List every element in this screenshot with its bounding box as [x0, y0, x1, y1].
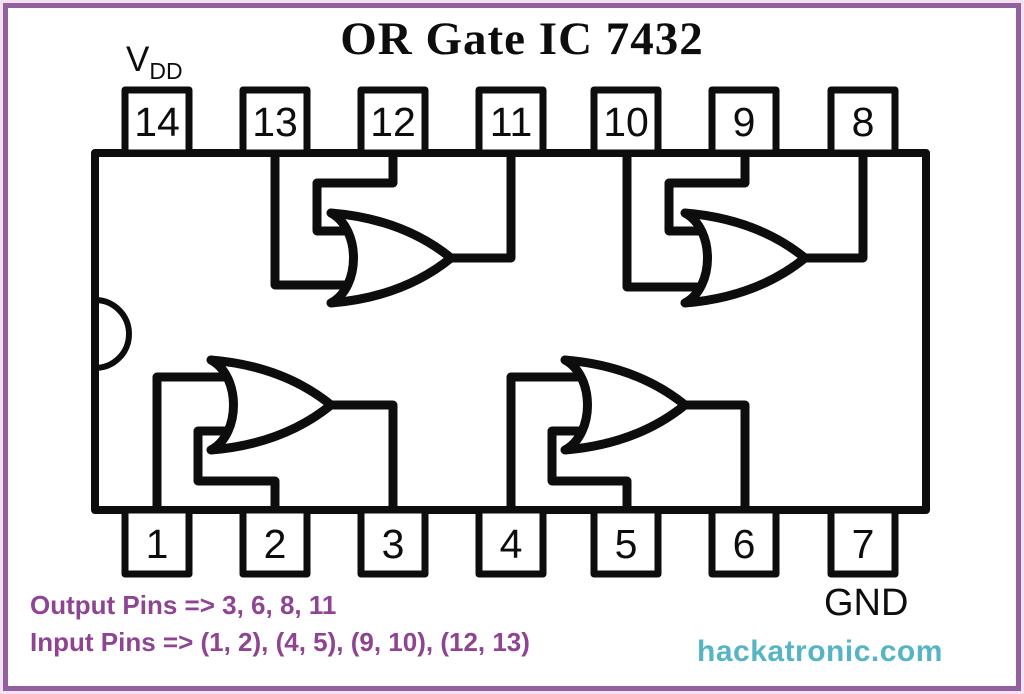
pin-label-9: 9 — [732, 98, 756, 145]
wire-pin5-input — [547, 426, 632, 510]
pin-box-1 — [121, 506, 193, 578]
pin-box-13 — [239, 86, 311, 157]
pin-box-8 — [827, 86, 899, 157]
pin-box-4 — [475, 506, 547, 578]
wire-pin10-input — [622, 153, 716, 292]
pin-label-7: 7 — [851, 520, 875, 567]
wire-output-pin3 — [328, 400, 398, 510]
pin-label-11: 11 — [489, 98, 533, 145]
pin-box-6 — [708, 506, 780, 578]
or-gate-2 — [560, 355, 690, 455]
pin-label-13: 13 — [252, 98, 298, 145]
wires — [152, 153, 868, 510]
input-pins-note: Input Pins => (1, 2), (4, 5), (9, 10), (… — [30, 627, 530, 657]
pin-label-14: 14 — [134, 98, 180, 145]
pin-box-2 — [239, 506, 311, 578]
pin-label-12: 12 — [370, 98, 416, 145]
page-title: OR Gate IC 7432 — [340, 13, 704, 65]
wire-output-pin6 — [682, 400, 750, 510]
or-gate-4 — [326, 208, 456, 308]
pin-box-5 — [590, 506, 662, 578]
pin-label-10: 10 — [603, 98, 649, 145]
pin-box-12 — [357, 86, 429, 157]
or-gate-3 — [680, 208, 810, 308]
wire-pin13-input — [270, 153, 362, 290]
output-pins-note: Output Pins => 3, 6, 8, 11 — [30, 590, 337, 620]
pin-boxes — [121, 86, 899, 578]
wire-pin9-input — [664, 153, 750, 236]
vdd-label: VDD — [126, 40, 183, 85]
wire-output-pin11 — [448, 153, 516, 263]
wire-pin12-input — [312, 153, 398, 236]
pin-box-9 — [708, 86, 780, 157]
pin-box-10 — [590, 86, 662, 157]
pin-label-4: 4 — [499, 520, 523, 567]
wire-pin4-input — [506, 372, 598, 510]
ic-notch — [94, 297, 132, 371]
wire-output-pin8 — [801, 153, 868, 263]
pin-box-3 — [357, 506, 429, 578]
pin-box-14 — [121, 86, 193, 157]
pin-label-1: 1 — [145, 520, 169, 567]
pin-label-3: 3 — [381, 520, 405, 567]
pin-label-2: 2 — [263, 520, 287, 567]
wire-pin2-input — [193, 426, 280, 510]
pin-label-6: 6 — [732, 520, 756, 567]
vdd-main: V — [126, 40, 150, 79]
wire-pin1-input — [152, 372, 244, 510]
gnd-label: GND — [824, 582, 909, 624]
pin-box-7 — [827, 506, 899, 578]
pin-box-11 — [475, 86, 547, 157]
pin-label-5: 5 — [614, 520, 638, 567]
vdd-subscript: DD — [149, 58, 183, 84]
pin-label-8: 8 — [851, 98, 875, 145]
watermark-text: hackatronic.com — [697, 635, 943, 668]
or-gate-1 — [206, 355, 336, 455]
or-gates — [206, 208, 810, 455]
